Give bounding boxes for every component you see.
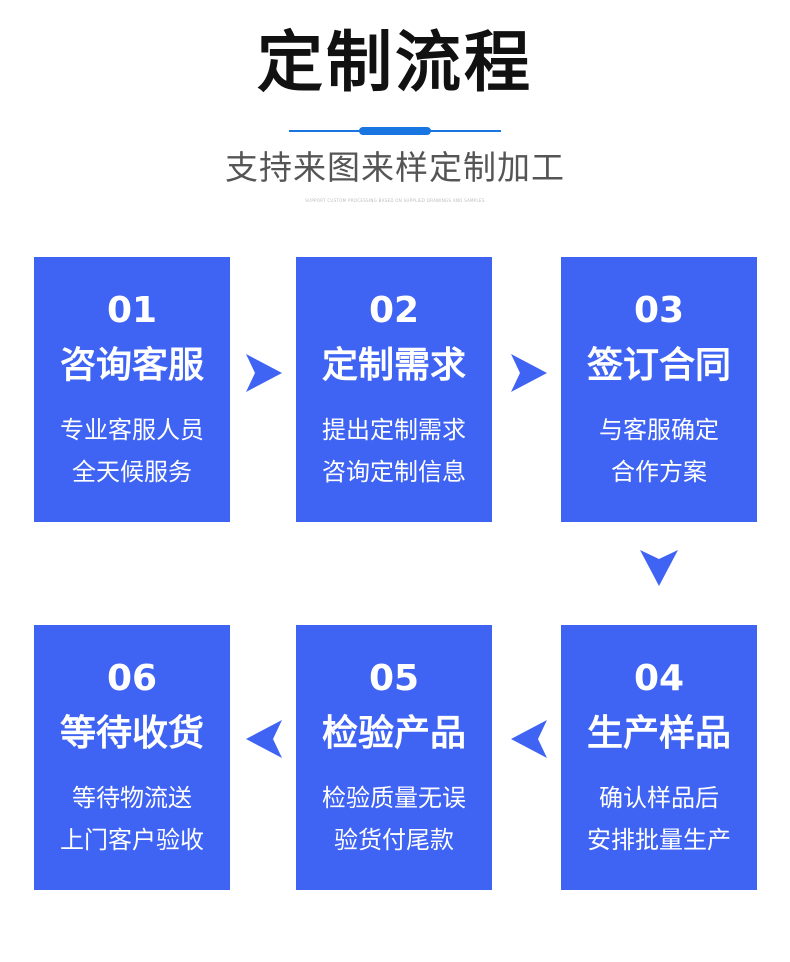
step-number: 04 — [633, 658, 685, 699]
step-desc-line2: 全天候服务 — [72, 458, 192, 486]
step-title: 咨询客服 — [59, 345, 204, 386]
step-desc-line2: 安排批量生产 — [587, 826, 731, 854]
step-card-05: 05 检验产品 检验质量无误 验货付尾款 — [296, 625, 492, 890]
step-title: 等待收货 — [59, 713, 204, 754]
arrow-right-icon — [246, 354, 282, 392]
arrow-left-icon — [511, 720, 547, 758]
step-desc-line2: 咨询定制信息 — [322, 458, 466, 486]
step-desc-line2: 验货付尾款 — [334, 826, 454, 854]
step-desc-line1: 提出定制需求 — [322, 416, 466, 444]
page-title: 定制流程 — [257, 24, 533, 101]
step-number: 05 — [368, 658, 420, 699]
step-card-06: 06 等待收货 等待物流送 上门客户验收 — [34, 625, 230, 890]
step-title: 生产样品 — [586, 713, 731, 754]
step-title: 检验产品 — [321, 713, 466, 754]
step-desc-line2: 上门客户验收 — [60, 826, 204, 854]
step-title: 签订合同 — [586, 345, 731, 386]
step-number: 01 — [106, 290, 158, 331]
step-number: 03 — [633, 290, 685, 331]
step-desc-line1: 与客服确定 — [599, 416, 719, 444]
step-desc-line1: 专业客服人员 — [60, 416, 204, 444]
title-divider — [289, 127, 501, 135]
divider-accent — [359, 127, 431, 135]
arrow-right-icon — [511, 354, 547, 392]
step-desc-line2: 合作方案 — [611, 458, 707, 486]
step-desc-line1: 等待物流送 — [72, 784, 192, 812]
step-card-02: 02 定制需求 提出定制需求 咨询定制信息 — [296, 257, 492, 522]
step-title: 定制需求 — [321, 345, 466, 386]
step-card-03: 03 签订合同 与客服确定 合作方案 — [561, 257, 757, 522]
arrow-down-icon — [640, 550, 678, 586]
step-number: 02 — [368, 290, 420, 331]
step-number: 06 — [106, 658, 158, 699]
arrow-left-icon — [246, 720, 282, 758]
step-card-01: 01 咨询客服 专业客服人员 全天候服务 — [34, 257, 230, 522]
page-subtitle: 支持来图来样定制加工 — [225, 148, 565, 187]
step-card-04: 04 生产样品 确认样品后 安排批量生产 — [561, 625, 757, 890]
step-desc-line1: 确认样品后 — [599, 784, 719, 812]
page-tagline: SUPPORT CUSTOM PROCESSING BASED ON SUPPL… — [305, 198, 485, 203]
step-desc-line1: 检验质量无误 — [322, 784, 466, 812]
